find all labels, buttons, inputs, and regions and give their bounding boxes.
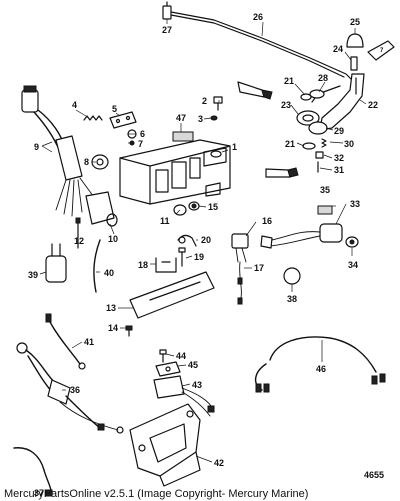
part-lead-41 [45, 313, 86, 370]
callout-11: 11 [160, 216, 170, 226]
part-plate-13 [129, 271, 215, 319]
callout-2: 2 [202, 96, 207, 106]
callout-4: 4 [72, 100, 77, 110]
leader-lines [39, 19, 367, 463]
callout-14: 14 [108, 323, 118, 333]
part-washer-3 [210, 115, 218, 121]
callout-18: 18 [138, 260, 148, 270]
drawing-number: 4655 [364, 470, 384, 480]
part-cable-26 [170, 11, 353, 81]
callout-13: 13 [106, 303, 116, 313]
copyright-footer: MercuryPartsOnline v2.5.1 (Image Copyrig… [4, 488, 308, 500]
callout-1: 1 [232, 142, 237, 152]
callout-39: 39 [28, 270, 38, 280]
callout-12: 12 [74, 236, 84, 246]
callout-46: 46 [316, 364, 326, 374]
callout-33: 33 [350, 199, 360, 209]
callout-42: 42 [214, 458, 224, 468]
callout-44: 44 [176, 351, 186, 361]
part-knob-25 [346, 33, 364, 48]
part-label-35 [317, 205, 333, 215]
handle-label: 7 [380, 48, 384, 54]
callout-21a: 21 [284, 76, 294, 86]
part-screw-44 [159, 349, 167, 363]
part-wire-40 [93, 239, 101, 293]
callout-45: 45 [188, 360, 198, 370]
part-bracket-18 [155, 257, 177, 273]
part-wire-17 [237, 261, 243, 305]
callout-10: 10 [108, 234, 118, 244]
part-washer-21-lower [302, 142, 316, 150]
part-plate-47 [172, 131, 194, 142]
callout-32: 32 [334, 153, 344, 163]
callout-6: 6 [140, 129, 145, 139]
callout-31: 31 [334, 165, 344, 175]
callout-9: 9 [34, 142, 39, 152]
part-rod-27 [162, 1, 172, 20]
part-bushing-23 [296, 110, 320, 126]
part-spring-4 [83, 115, 103, 121]
part-horn-39 [45, 243, 67, 283]
part-handle-7-upper: 7 [367, 40, 395, 61]
part-sensor-33 [260, 223, 343, 249]
part-harness-36 [16, 342, 124, 434]
part-nut-32 [315, 151, 324, 159]
callout-25: 25 [350, 17, 360, 27]
part-bushing-29 [308, 121, 328, 135]
part-harness-9 [21, 85, 118, 227]
part-handle-lower-right [265, 167, 299, 178]
callouts: 26 27 25 24 21 28 23 22 29 30 21 32 31 2… [28, 12, 378, 498]
part-washer-28 [309, 89, 325, 99]
callout-34: 34 [348, 260, 358, 270]
callout-17: 17 [254, 263, 264, 273]
part-plug-34 [345, 236, 359, 248]
callout-26: 26 [253, 12, 263, 22]
callout-8: 8 [84, 157, 89, 167]
callout-28: 28 [318, 73, 328, 83]
callout-23: 23 [281, 100, 291, 110]
callout-22: 22 [368, 100, 378, 110]
callout-3: 3 [198, 114, 203, 124]
part-bracket-42 [129, 403, 201, 487]
callout-7: 7 [138, 139, 143, 149]
part-wire-46 [255, 336, 386, 393]
callout-27: 27 [162, 25, 172, 35]
part-handle-upper-left [237, 81, 273, 100]
callout-43: 43 [192, 380, 202, 390]
part-washer-21-upper [300, 93, 312, 101]
part-screw-2 [213, 96, 223, 111]
callout-21b: 21 [285, 139, 295, 149]
callout-20: 20 [201, 235, 211, 245]
callout-29: 29 [334, 126, 344, 136]
callout-19: 19 [194, 252, 204, 262]
callout-16: 16 [262, 216, 272, 226]
callout-5: 5 [112, 104, 117, 114]
callout-15: 15 [208, 202, 218, 212]
callout-30: 30 [344, 139, 354, 149]
part-pin-24 [350, 56, 358, 71]
callout-40: 40 [104, 268, 114, 278]
callout-37: 37 [34, 488, 44, 498]
part-screw-14 [125, 325, 133, 337]
part-clip-20 [177, 234, 197, 247]
part-plug-15 [188, 201, 200, 211]
callout-47: 47 [176, 113, 186, 123]
callout-35: 35 [320, 185, 330, 195]
callout-41: 41 [84, 337, 94, 347]
part-probe-12 [75, 217, 81, 249]
part-bracket-45 [155, 361, 181, 377]
part-sensor-43 [153, 375, 215, 417]
callout-36: 36 [70, 385, 80, 395]
callout-38: 38 [287, 294, 297, 304]
part-spring-30 [321, 138, 327, 148]
part-bracket-5 [109, 111, 137, 129]
callout-24: 24 [333, 44, 343, 54]
part-control-box-1 [119, 139, 231, 205]
part-switch-16 [231, 233, 249, 263]
part-wire-37 [13, 447, 53, 497]
part-cap-38 [283, 267, 301, 285]
part-screw-19 [178, 247, 186, 267]
